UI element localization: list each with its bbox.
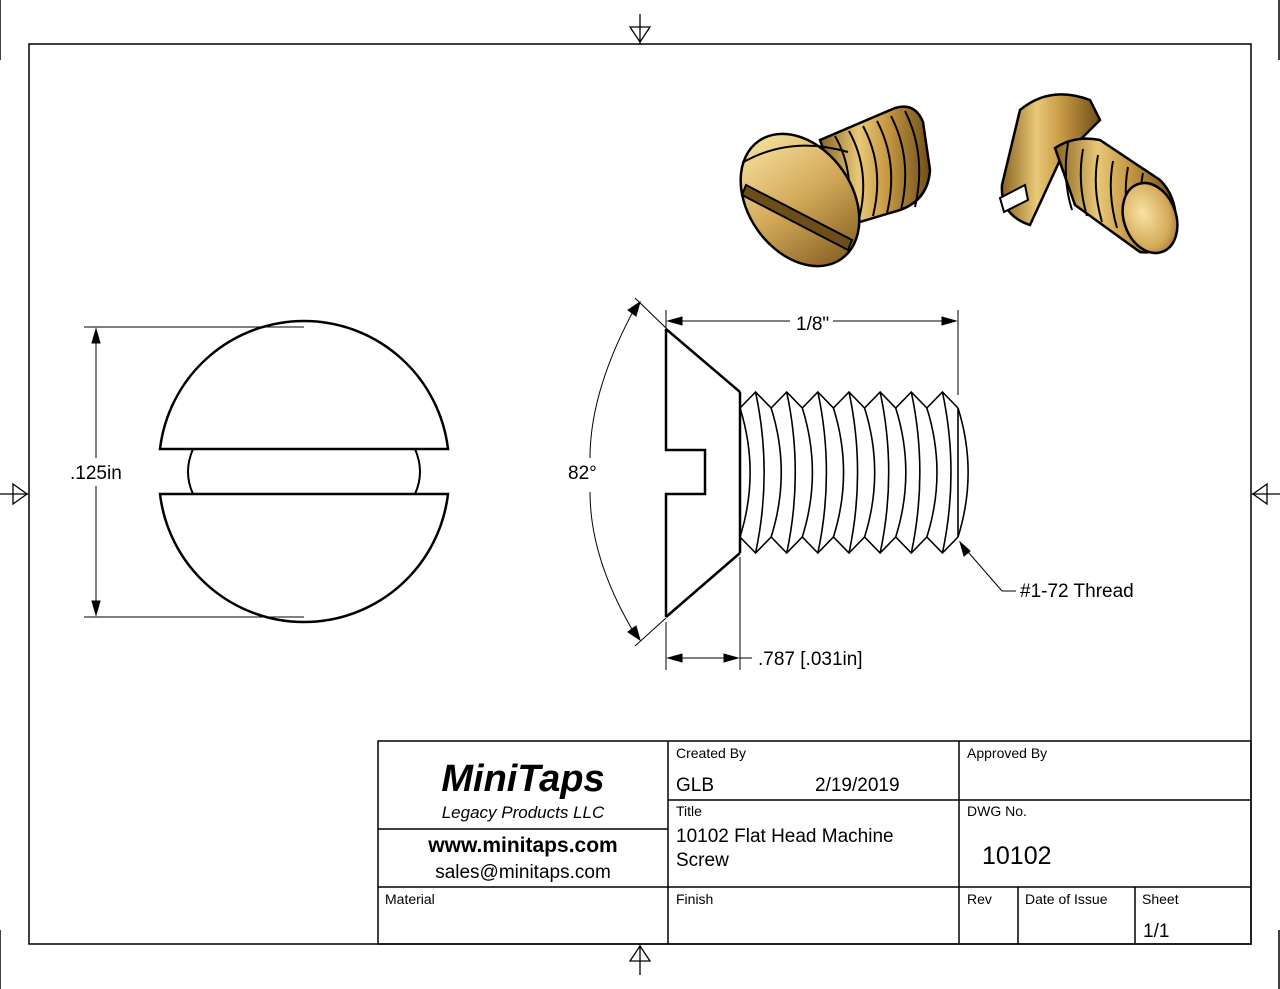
render-thread-band bbox=[1064, 142, 1073, 211]
thread-leader bbox=[959, 540, 1016, 592]
head-height-dimension bbox=[665, 557, 752, 670]
dwg-no-header: DWG No. bbox=[967, 803, 1027, 819]
rev-header: Rev bbox=[967, 891, 992, 907]
sheet-value: 1/1 bbox=[1143, 921, 1169, 942]
screw-render-back bbox=[998, 93, 1179, 255]
created-date-value: 2/19/2019 bbox=[815, 775, 900, 796]
thread-root-line bbox=[926, 407, 938, 538]
render-thread-band bbox=[1109, 160, 1118, 229]
screw-render-front bbox=[739, 105, 932, 268]
approved-by-header: Approved By bbox=[967, 745, 1047, 761]
thread-crest-edge bbox=[817, 391, 828, 554]
render-thread-band bbox=[876, 120, 893, 214]
thread-profile bbox=[739, 390, 969, 555]
head-height-label: .787 [.031in] bbox=[758, 649, 863, 670]
render-thread-band bbox=[1094, 154, 1103, 223]
head-top-view bbox=[158, 319, 450, 624]
render-thread-band bbox=[904, 110, 921, 208]
screw-side-view bbox=[664, 328, 742, 618]
length-label: 1/8" bbox=[796, 314, 829, 335]
head-diameter-dimension bbox=[84, 326, 304, 618]
centering-marks bbox=[0, 14, 1280, 975]
website-link[interactable]: www.minitaps.com bbox=[427, 834, 617, 857]
thread-crest-edge bbox=[848, 391, 859, 554]
title-header: Title bbox=[676, 803, 702, 819]
material-header: Material bbox=[385, 891, 435, 907]
date-of-issue-header: Date of Issue bbox=[1025, 891, 1108, 907]
sheet-header: Sheet bbox=[1142, 891, 1179, 907]
title-line-2: Screw bbox=[676, 850, 729, 871]
angle-label: 82° bbox=[568, 463, 597, 484]
brand-tagline: Legacy Products LLC bbox=[442, 803, 605, 822]
render-thread-band bbox=[848, 130, 865, 220]
created-by-header: Created By bbox=[676, 745, 746, 761]
head-diameter-label: .125in bbox=[70, 463, 122, 484]
email-link[interactable]: sales@minitaps.com bbox=[435, 862, 611, 883]
thread-crest-edge bbox=[754, 391, 765, 554]
brand-logo: MiniTaps bbox=[441, 758, 604, 800]
thread-crest-edge bbox=[785, 391, 797, 554]
render-thread-band bbox=[890, 115, 907, 211]
length-dimension bbox=[665, 310, 959, 395]
thread-root-line bbox=[957, 407, 969, 538]
thread-root-line bbox=[863, 407, 876, 538]
thread-root-line bbox=[801, 407, 814, 538]
thread-root-line bbox=[739, 407, 751, 538]
render-thread-band bbox=[862, 125, 879, 217]
render-thread-band bbox=[1079, 148, 1088, 217]
thread-root-line bbox=[832, 407, 845, 538]
finish-header: Finish bbox=[676, 891, 713, 907]
angle-dimension bbox=[589, 297, 667, 647]
thread-root-line bbox=[894, 407, 907, 538]
thread-label: #1-72 Thread bbox=[1020, 581, 1134, 602]
title-block bbox=[377, 740, 1252, 945]
thread-crest-edge bbox=[910, 391, 921, 554]
dwg-no-value: 10102 bbox=[982, 842, 1052, 870]
thread-root-line bbox=[770, 407, 783, 538]
title-line-1: 10102 Flat Head Machine bbox=[676, 826, 894, 847]
created-by-value: GLB bbox=[676, 775, 714, 796]
thread-crest-edge bbox=[879, 391, 890, 554]
thread-crest-edge bbox=[941, 391, 952, 554]
